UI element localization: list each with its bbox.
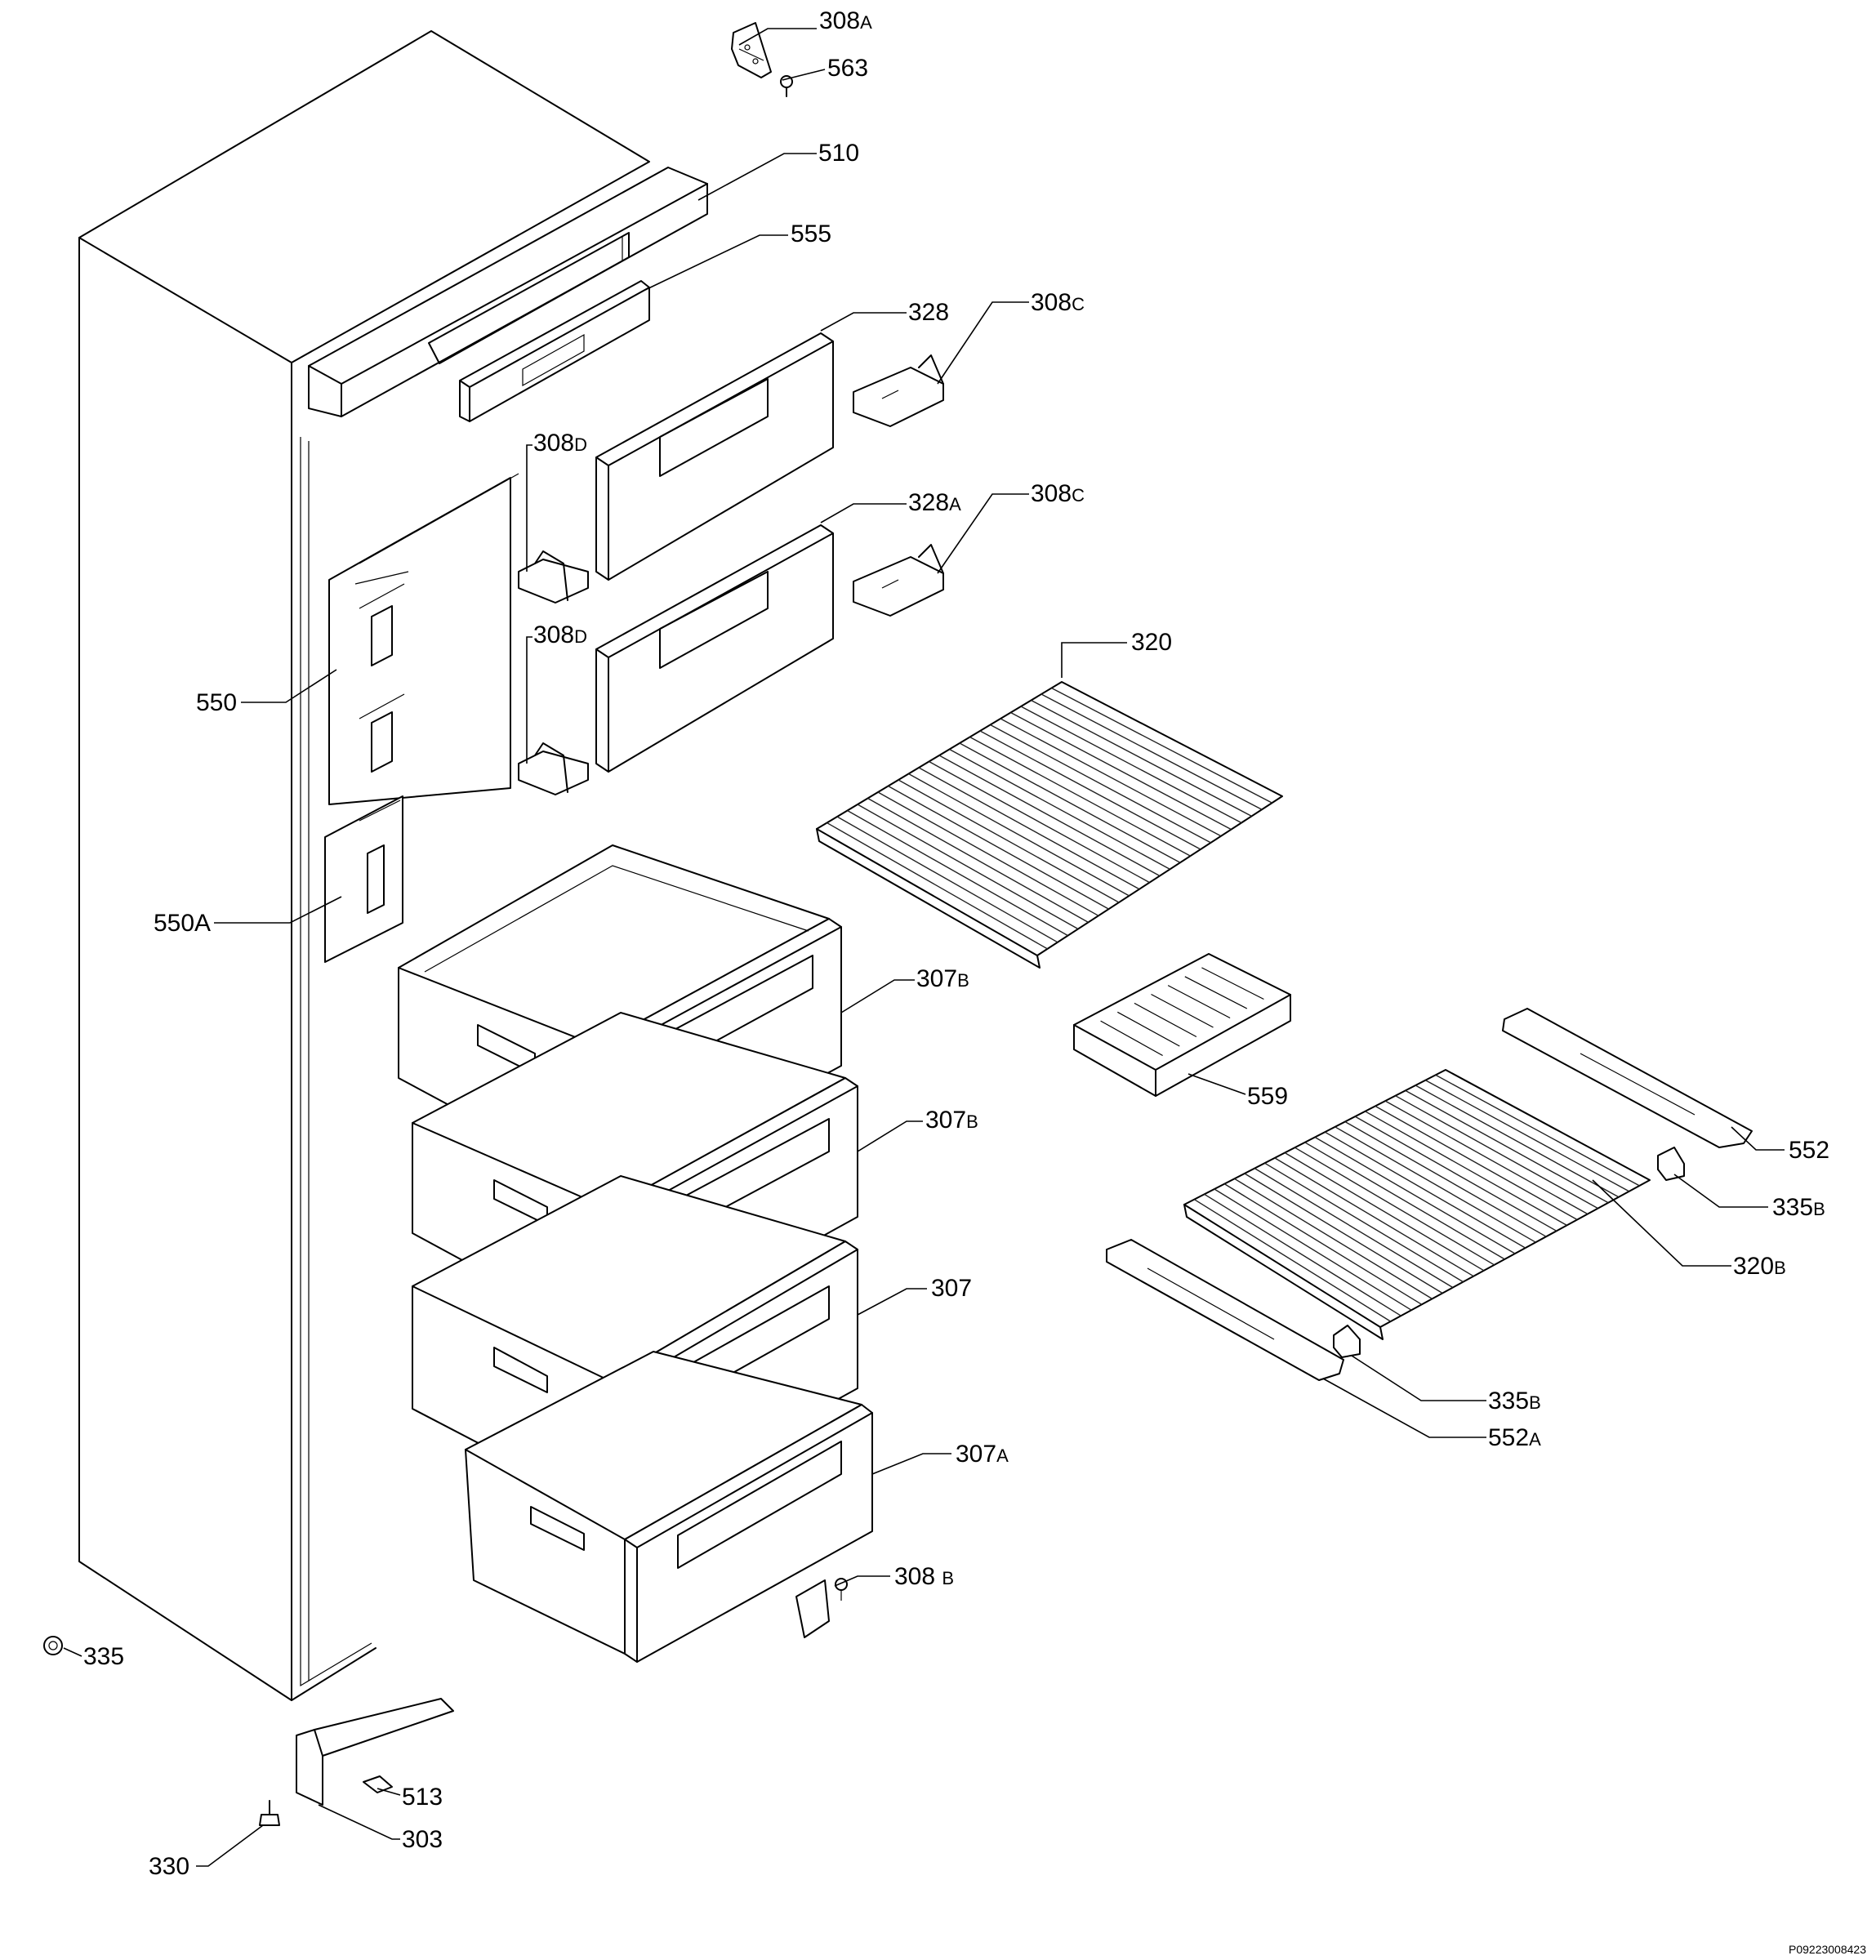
label-308a: 308A: [819, 7, 872, 34]
label-552: 552: [1789, 1137, 1829, 1164]
bottom-hinge-308b: [795, 1578, 848, 1638]
label-308d-top: 308D: [533, 430, 587, 457]
label-335: 335: [83, 1643, 124, 1670]
label-330: 330: [149, 1853, 189, 1880]
flap-hinge-308c-mid: [853, 544, 944, 617]
callout-labels: 308A 563 510 555 328 308C 308D 328A 308C…: [83, 7, 1866, 1956]
freezer-flap-328: [595, 332, 834, 581]
flap-hinge-308c-top: [853, 354, 944, 427]
label-552a: 552A: [1488, 1424, 1541, 1451]
cap-335: [43, 1636, 63, 1655]
door-rack-550a: [324, 795, 403, 963]
clip-513: [363, 1775, 393, 1793]
label-550a: 550A: [154, 910, 211, 937]
label-559: 559: [1247, 1083, 1288, 1110]
shelf-rail-552a: [1106, 1239, 1344, 1381]
label-308d-mid: 308D: [533, 621, 587, 648]
label-555: 555: [791, 220, 831, 247]
label-307a: 307A: [956, 1441, 1009, 1468]
rail-stop-335b-right: [1657, 1147, 1685, 1181]
label-320b: 320B: [1733, 1253, 1786, 1280]
label-510: 510: [818, 140, 859, 167]
label-307: 307: [931, 1275, 972, 1302]
freezer-flap-328a: [595, 524, 834, 773]
label-550: 550: [196, 689, 237, 716]
flap-hinge-308d-mid: [518, 742, 589, 795]
label-335b-left: 335B: [1488, 1388, 1541, 1414]
label-308b: 308 B: [894, 1563, 954, 1590]
label-563: 563: [827, 55, 868, 82]
cabinet-body: [78, 30, 650, 1701]
wire-shelf-320: [816, 681, 1283, 969]
control-panel-510: [308, 167, 708, 417]
shelf-rail-552: [1502, 1008, 1753, 1148]
door-rack-550: [328, 473, 519, 805]
rail-stop-335b-left: [1333, 1325, 1361, 1358]
label-303: 303: [402, 1826, 443, 1853]
wire-shelf-320b: [1183, 1069, 1651, 1340]
label-328: 328: [908, 299, 949, 326]
label-335b-right: 335B: [1772, 1194, 1825, 1221]
flap-hinge-308d-top: [518, 550, 589, 604]
label-307b-top: 307B: [916, 965, 969, 992]
label-328a: 328A: [908, 489, 961, 516]
label-308c-mid: 308C: [1031, 480, 1085, 507]
label-308c-top: 308C: [1031, 289, 1085, 316]
leader-lines: [63, 28, 1785, 1867]
label-513: 513: [402, 1784, 443, 1811]
kick-plate-303: [296, 1698, 454, 1806]
drawing-reference-code: P09223008423: [1789, 1943, 1866, 1956]
display-module-555: [459, 280, 650, 422]
foot-330: [259, 1800, 280, 1826]
ice-tray-559: [1073, 953, 1291, 1097]
label-307b-mid: 307B: [925, 1107, 978, 1134]
label-320: 320: [1131, 629, 1172, 656]
top-hinge-308a: [731, 22, 772, 78]
drawer-307a: [465, 1351, 873, 1663]
